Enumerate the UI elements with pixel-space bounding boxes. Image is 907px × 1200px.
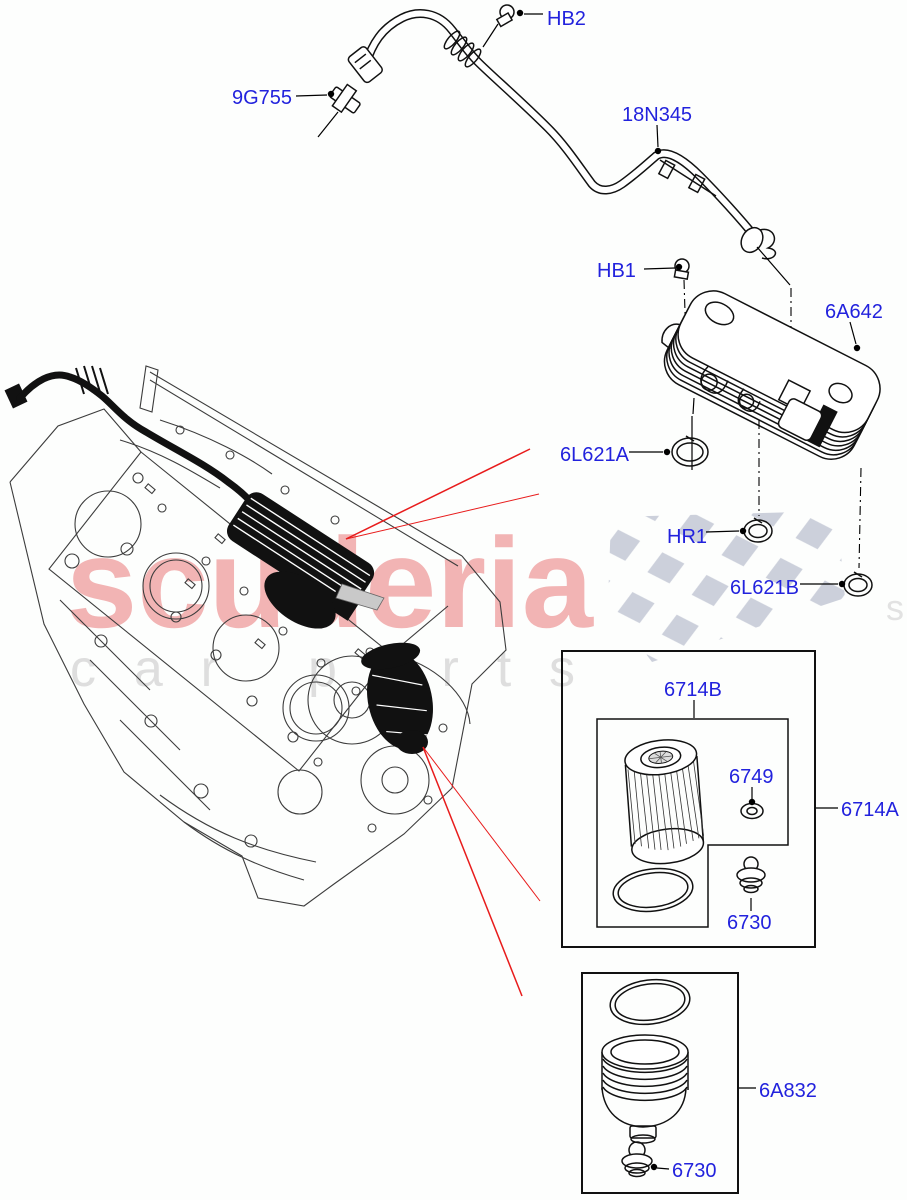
part-label-6l621b[interactable]: 6L621B: [730, 577, 799, 599]
drain-plug-6730-cap-drawing: [621, 1141, 653, 1178]
watermark-subtitle-text: car parts: [70, 640, 575, 698]
oil-cooler-hose-drawing: [347, 9, 792, 346]
leader-line-hb1: [643, 267, 676, 270]
part-label-6730-kit[interactable]: 6730: [727, 912, 772, 934]
label-hb2: HB2: [516, 8, 586, 30]
part-label-6a642[interactable]: 6A642: [825, 301, 883, 323]
label-9g755: 9G755: [232, 87, 335, 109]
part-label-6714b[interactable]: 6714B: [664, 679, 722, 701]
o-ring-6l621b-drawing: [843, 571, 873, 597]
leader-line-hr1: [705, 530, 740, 533]
clamp-9g755-drawing: [317, 83, 361, 138]
label-6a832: 6A832: [739, 1080, 817, 1102]
engine-block-line-art: [9, 365, 507, 907]
leader-dot-18n345: [654, 147, 662, 155]
part-label-9g755[interactable]: 9G755: [232, 87, 292, 109]
leader-dot-6749: [748, 798, 756, 806]
cap-o-ring-drawing: [609, 978, 691, 1026]
part-label-6l621a[interactable]: 6L621A: [560, 444, 630, 466]
leader-dot-6l621a: [663, 448, 671, 456]
label-6730-cap: 6730: [650, 1160, 717, 1182]
leader-line-6a642: [849, 321, 857, 345]
drain-plug-6730-kit-drawing: [736, 856, 766, 894]
label-hb1: HB1: [597, 260, 683, 282]
filter-kit-box: [561, 650, 816, 948]
label-6a642: 6A642: [825, 301, 883, 352]
label-6l621b: 6L621B: [730, 577, 846, 599]
part-label-6714a[interactable]: 6714A: [841, 799, 899, 821]
label-18n345: 18N345: [622, 104, 692, 155]
leader-dot-6730-cap: [650, 1163, 658, 1171]
installed-filter-housing: [361, 642, 433, 750]
location-pointer-lines-red: [345, 448, 541, 997]
label-hr1: HR1: [667, 526, 747, 548]
watermark-edge-letter: s: [886, 587, 904, 628]
part-label-hr1[interactable]: HR1: [667, 526, 707, 548]
leader-line-18n345: [656, 124, 659, 148]
part-label-6730-cap[interactable]: 6730: [672, 1160, 717, 1182]
installed-parts-highlight: [4, 365, 433, 754]
cooler-shadow-wedge: [335, 583, 385, 611]
leader-dot-hr1: [739, 527, 747, 535]
part-label-6a832[interactable]: 6A832: [759, 1080, 817, 1102]
seal-6749-drawing: [740, 802, 764, 820]
watermark: scuderia car parts s: [66, 511, 904, 698]
part-label-18n345[interactable]: 18N345: [622, 104, 692, 126]
leader-dot-9g755: [327, 90, 335, 98]
part-label-6749[interactable]: 6749: [729, 766, 774, 788]
leader-dot-hb1: [675, 263, 683, 271]
leader-dot-6l621b: [838, 580, 846, 588]
label-6714b: 6714B: [664, 679, 722, 718]
label-6749: 6749: [729, 766, 774, 806]
hb2-bolt-drawing: [482, 4, 515, 48]
label-6714a: 6714A: [816, 799, 899, 821]
checkered-flag-watermark: [608, 511, 845, 662]
oil-cooler-6a642-drawing: [661, 290, 881, 569]
part-labels: HB2 9G755 18N345 HB1 6A642 6L621A: [232, 8, 899, 1182]
filter-kit-inner-box: [596, 718, 789, 928]
part-label-hb2[interactable]: HB2: [547, 8, 586, 30]
leader-dot-hb2: [516, 9, 524, 17]
leader-line-6730-cap: [656, 1167, 670, 1170]
filter-cap-box: [581, 972, 739, 1194]
o-ring-6l621a-drawing: [671, 435, 709, 467]
filter-cap-o-ring-kit-drawing: [612, 867, 694, 913]
label-6730-kit: 6730: [727, 898, 772, 934]
leader-dot-6a642: [853, 344, 861, 352]
leader-line-9g755: [295, 94, 328, 97]
label-6l621a: 6L621A: [560, 444, 671, 466]
oil-filter-element-drawing: [624, 739, 705, 865]
installed-hose: [16, 371, 260, 512]
installed-oil-cooler: [226, 492, 375, 621]
filter-cap-6a832-drawing: [601, 1034, 689, 1144]
part-label-hb1[interactable]: HB1: [597, 260, 636, 282]
